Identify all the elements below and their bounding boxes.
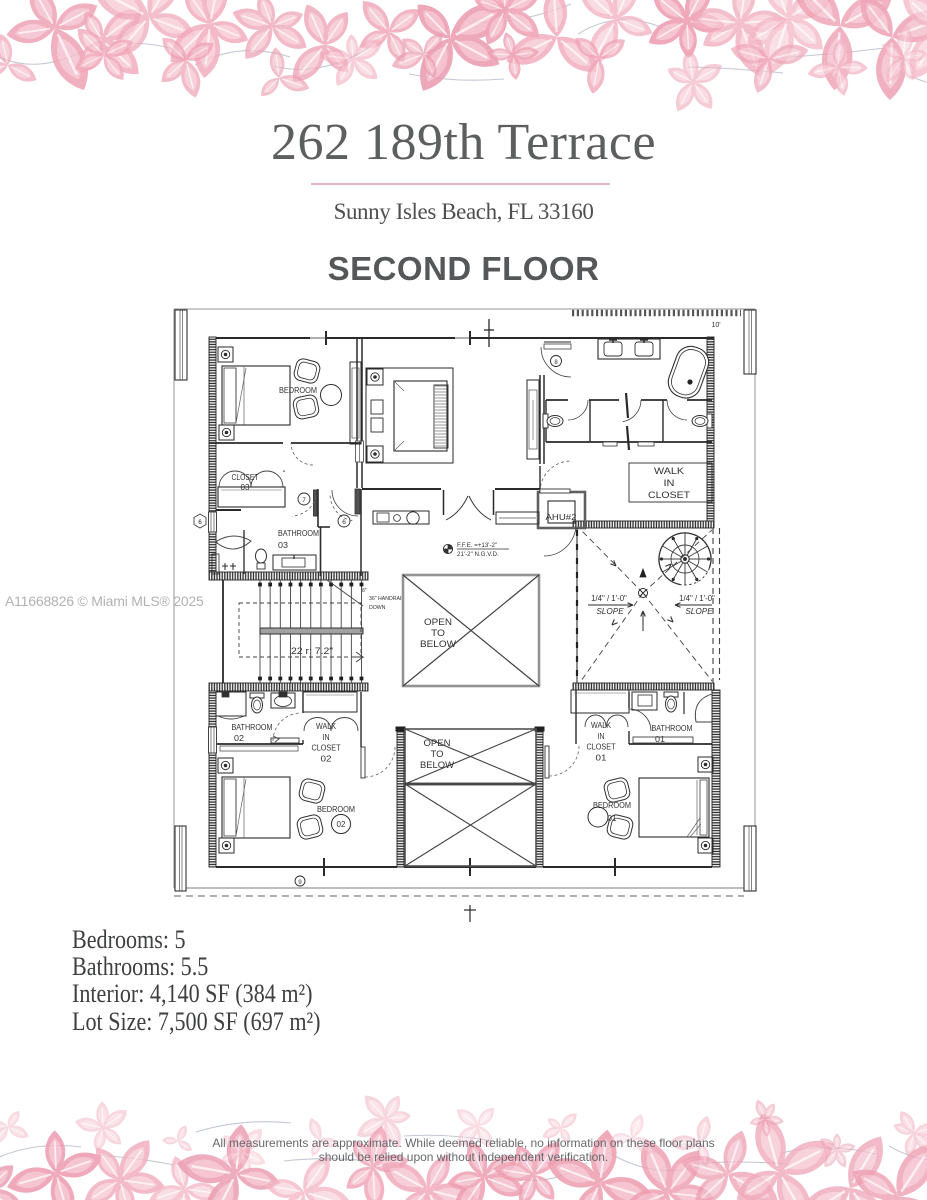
svg-text:WALK: WALK	[591, 721, 612, 730]
svg-text:1/4" / 1'-0": 1/4" / 1'-0"	[679, 594, 715, 603]
svg-text:TO: TO	[431, 749, 444, 759]
svg-text:02: 02	[321, 754, 332, 763]
svg-text:01: 01	[608, 814, 617, 823]
svg-text:6: 6	[198, 520, 202, 526]
svg-text:SLOPE: SLOPE	[596, 607, 624, 616]
svg-text:WALK: WALK	[316, 722, 337, 731]
svg-text:9: 9	[298, 879, 302, 886]
svg-text:01: 01	[655, 734, 665, 744]
svg-text:8: 8	[554, 360, 558, 366]
svg-text:1/4" / 1'-0": 1/4" / 1'-0"	[591, 594, 627, 603]
svg-text:OPEN: OPEN	[424, 617, 452, 627]
svg-text:BATHROOM: BATHROOM	[652, 723, 693, 733]
svg-text:36" HANDRAIL: 36" HANDRAIL	[369, 596, 404, 602]
svg-text:BATHROOM: BATHROOM	[278, 528, 319, 538]
svg-text:10': 10'	[711, 322, 720, 329]
svg-text:BEDROOM: BEDROOM	[279, 385, 317, 395]
svg-text:BATHROOM: BATHROOM	[232, 722, 273, 732]
svg-text:02: 02	[337, 820, 346, 829]
svg-text:SLOPE: SLOPE	[685, 607, 713, 616]
svg-text:WALK: WALK	[654, 466, 684, 476]
svg-text:21'-2" N.G.V.D.: 21'-2" N.G.V.D.	[457, 551, 499, 558]
svg-text:03: 03	[278, 540, 288, 550]
svg-text:F.F.E. =+13'-2": F.F.E. =+13'-2"	[457, 542, 497, 549]
svg-text:8": 8"	[362, 588, 367, 594]
svg-text:OPEN: OPEN	[424, 738, 451, 748]
svg-text:DOWN: DOWN	[369, 605, 386, 611]
svg-text:CLOSET: CLOSET	[648, 490, 691, 500]
svg-text:TO: TO	[431, 628, 445, 638]
svg-text:02: 02	[234, 733, 244, 743]
svg-text:BELOW: BELOW	[420, 760, 455, 770]
svg-text:IN: IN	[598, 732, 605, 741]
svg-text:7: 7	[302, 497, 306, 504]
svg-text:CLOSET: CLOSET	[232, 472, 260, 482]
svg-text:CLOSET: CLOSET	[312, 744, 341, 753]
svg-text:AHU#2: AHU#2	[546, 512, 577, 522]
svg-text:IN: IN	[664, 478, 675, 488]
svg-text:22 r: 7.2": 22 r: 7.2"	[291, 646, 333, 657]
svg-text:6: 6	[342, 519, 346, 526]
svg-text:01: 01	[596, 753, 607, 762]
svg-text:BEDROOM: BEDROOM	[317, 804, 355, 814]
svg-text:CLOSET: CLOSET	[587, 743, 616, 752]
svg-text:IN: IN	[323, 733, 330, 742]
svg-text:BELOW: BELOW	[420, 639, 456, 649]
svg-text:BEDROOM: BEDROOM	[593, 800, 631, 810]
